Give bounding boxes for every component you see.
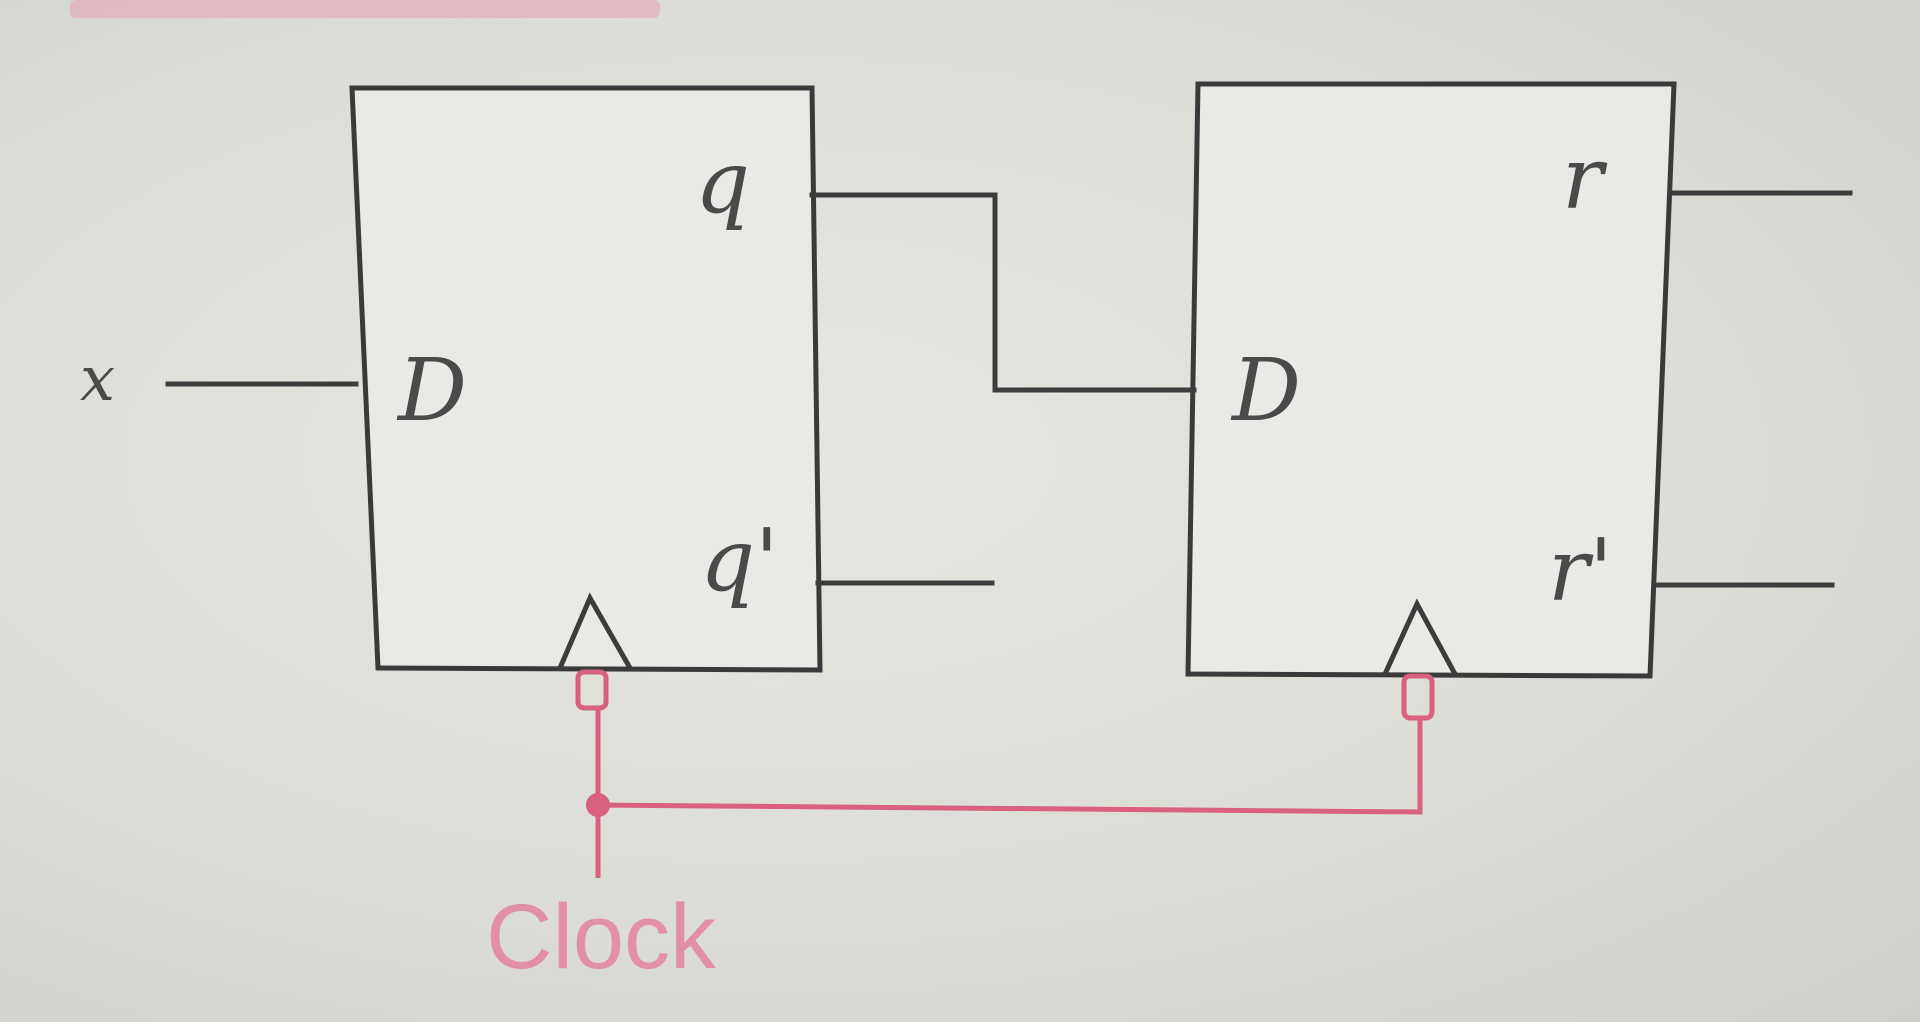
ff1-q-label: q [695, 133, 750, 233]
clock-bus-wire [597, 718, 1423, 815]
cropped-header [70, 0, 660, 18]
clock-label: Clock [486, 886, 717, 988]
clock-junction-dot [586, 793, 610, 817]
input-x-label: x [80, 342, 115, 415]
ff2-clock-pin [1401, 673, 1435, 721]
ff1-clock-triangle [556, 592, 634, 672]
ff2-clock-triangle [1381, 598, 1459, 678]
ff2-d-label: D [1230, 341, 1301, 441]
flip-flop-1 [349, 85, 823, 673]
ff2-qbar-label: r' [1548, 521, 1613, 621]
ff2-q-label: r [1562, 129, 1608, 229]
q-to-d2-wire [809, 192, 1197, 393]
ff1-clock-pin [575, 669, 609, 711]
flip-flop-2 [1185, 81, 1677, 679]
ff1-qbar-label: q' [700, 511, 779, 611]
ff1-d-label: D [396, 341, 467, 441]
